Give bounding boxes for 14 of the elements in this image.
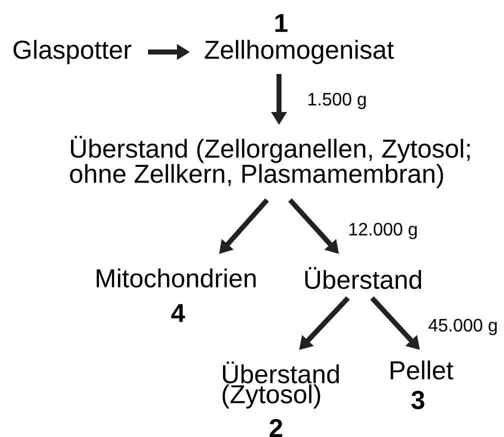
label-text: Mitochondrien bbox=[96, 268, 256, 288]
step-number: 3 bbox=[411, 390, 424, 410]
step-number: 4 bbox=[171, 304, 186, 322]
step-number: 2 bbox=[270, 418, 282, 437]
label-text: Überstand (Zytosol) bbox=[222, 361, 339, 409]
edge-label: 45.000 g bbox=[427, 318, 499, 336]
label-text: Glaspotter bbox=[14, 40, 132, 64]
edge-label: 12.000 g bbox=[347, 222, 419, 240]
label-text: Überstand (Zellorganellen, Zytosol; ohne Zellkern, Plasmamembran) bbox=[70, 136, 470, 188]
label-text: Überstand bbox=[305, 267, 422, 289]
step-number: 1 bbox=[275, 14, 288, 32]
label-text: Pellet bbox=[390, 360, 454, 380]
label-text: Zellhomogenisat bbox=[204, 40, 394, 64]
edge-label: 1.500 g bbox=[306, 92, 368, 110]
